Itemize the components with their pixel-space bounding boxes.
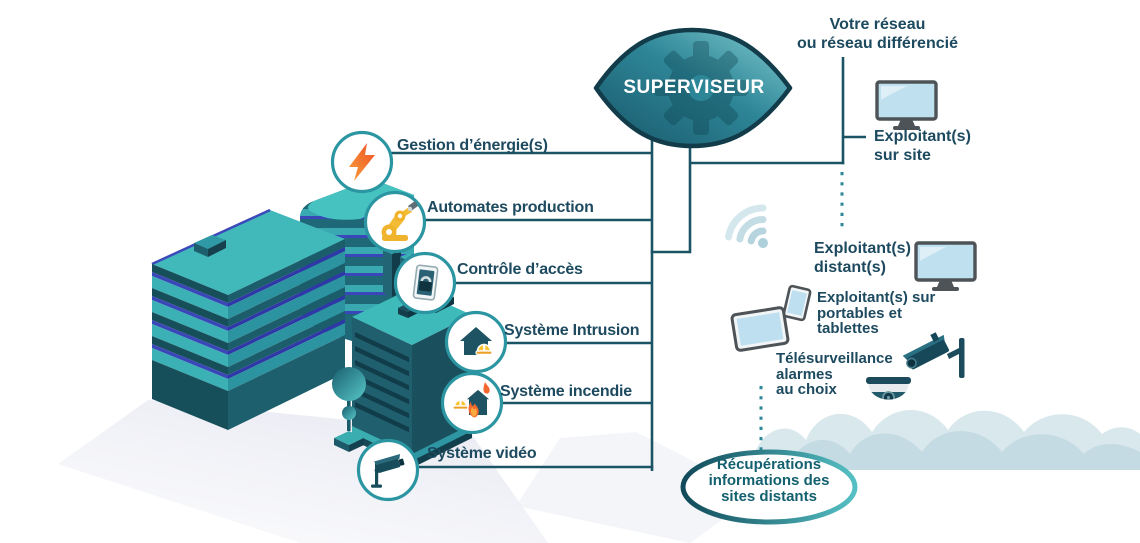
wifi-icon [725, 204, 768, 248]
system-label-intrusion: Système Intrusion [504, 322, 640, 339]
robot-arm-icon [363, 190, 427, 254]
remote-sites-label: Récupérations informations des sites dis… [708, 456, 830, 505]
access-control-icon [393, 251, 457, 315]
operator-mobile-label: Exploitant(s) sur portables et tablettes [817, 289, 936, 337]
dome-camera-icon [866, 377, 911, 400]
system-label-automates: Automates production [427, 199, 594, 216]
fire-alarm-icon [440, 371, 504, 435]
monitor-icon [875, 80, 938, 132]
connection-lines [362, 57, 866, 471]
monitor-icon [914, 241, 977, 293]
system-label-energie: Gestion d’énergie(s) [397, 137, 548, 154]
system-label-video: Système vidéo [427, 445, 537, 462]
lightning-icon [330, 130, 394, 194]
video-camera-icon [356, 438, 420, 502]
system-label-incendie: Système incendie [500, 383, 632, 400]
building-left [151, 208, 418, 430]
intrusion-alarm-icon [444, 310, 508, 374]
superviseur-label: SUPERVISEUR [623, 77, 765, 98]
cctv-camera-icon [902, 332, 965, 378]
operator-remote-label: Exploitant(s) distant(s) [814, 240, 911, 276]
remote-sites-ellipse [680, 449, 858, 525]
system-icons [330, 130, 508, 502]
smartphone-icon [782, 284, 812, 322]
telesurveillance-label: Télésurveillance alarmes au choix [776, 350, 893, 398]
operator-onsite-label: Exploitant(s) sur site [874, 128, 971, 164]
network-label: Votre réseau ou réseau différencié [797, 16, 958, 52]
tablet-icon [730, 306, 790, 352]
cloud-waves [755, 409, 1140, 470]
superviseur-logo [593, 27, 793, 149]
tree [332, 367, 366, 452]
system-label-acces: Contrôle d’accès [457, 261, 583, 278]
dotted-links [759, 172, 844, 450]
